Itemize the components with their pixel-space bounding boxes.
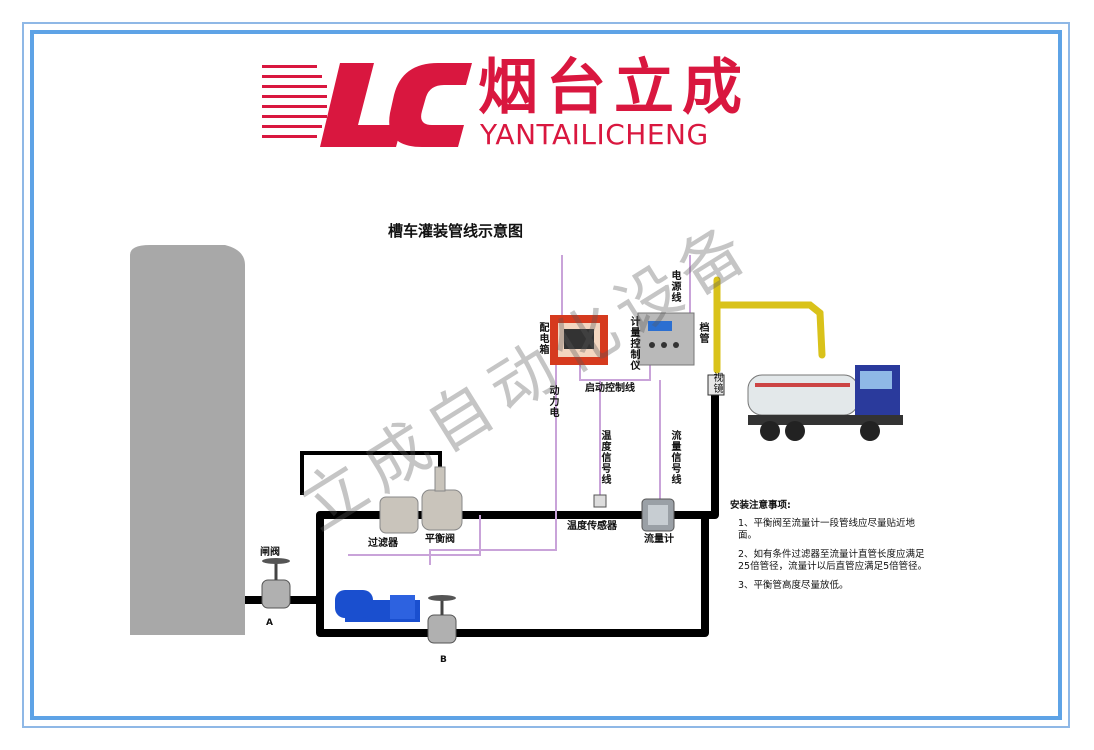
start-control-line-path [579,365,651,381]
motor-power-line [429,315,557,565]
label-flow-signal-line: 流量信号线 [669,430,680,485]
main-line [495,375,719,519]
gate-valve-a [261,558,291,609]
outlet-pipe [245,515,709,637]
outer-frame [22,22,1070,728]
loop-signal [348,515,481,556]
diagram-title: 槽车灌装管线示意图 [388,222,524,240]
note-item: 1、平衡阀至流量计一段管线应尽量贴近地面。 [738,518,916,541]
distribution-box-shape [550,315,608,365]
flowmeter-shape [641,498,675,532]
logo-chinese-name: 烟台立成 [478,53,750,123]
label-temp-signal-line: 温度信号线 [599,430,610,485]
balance-pipe [300,451,442,495]
inner-frame [30,30,1062,720]
note-item: 2、如有条件过滤器至流量计直管长度应满足25倍管径，流量计以后直管应满足5倍管径… [738,549,928,572]
label-filter: 过滤器 [368,538,398,549]
notes-title: 安装注意事项: [730,500,791,511]
pump [335,590,420,622]
label-point-a: A [266,618,273,628]
label-point-b: B [440,655,447,665]
gate-valve-b [427,595,457,644]
meter-controller-shape [637,312,695,366]
label-temp-sensor: 温度传感器 [567,521,617,532]
logo-english-name: YANTAILICHENG [480,118,709,151]
installation-notes: 安装注意事项: 1、平衡阀至流量计一段管线应尽量贴近地面。 2、如有条件过滤器至… [730,500,930,599]
label-sight: 视镜 [711,372,722,394]
pipeline-scheme [130,245,903,644]
label-distribution-box: 配电箱 [537,322,548,355]
sight-glass [707,374,725,396]
label-start-control-line: 启动控制线 [585,383,635,394]
loading-arm-shape [713,276,826,374]
filter-balance-assembly [379,466,463,534]
label-balance-valve: 平衡阀 [425,534,455,545]
label-retaining-pipe: 档管 [697,322,708,344]
label-power-line: 电源线 [669,270,680,303]
label-flowmeter: 流量计 [644,534,674,545]
tank-truck [747,365,903,441]
lc-logo [262,63,472,147]
note-item: 3、平衡管高度尽量放低。 [738,580,849,591]
storage-tank [130,245,245,635]
temp-sensor-shape [593,494,607,508]
label-motor-power: 动力电 [547,385,558,418]
label-meter-controller: 计量控制仪 [628,316,639,371]
label-gate-valve: 闸阀 [260,547,280,558]
